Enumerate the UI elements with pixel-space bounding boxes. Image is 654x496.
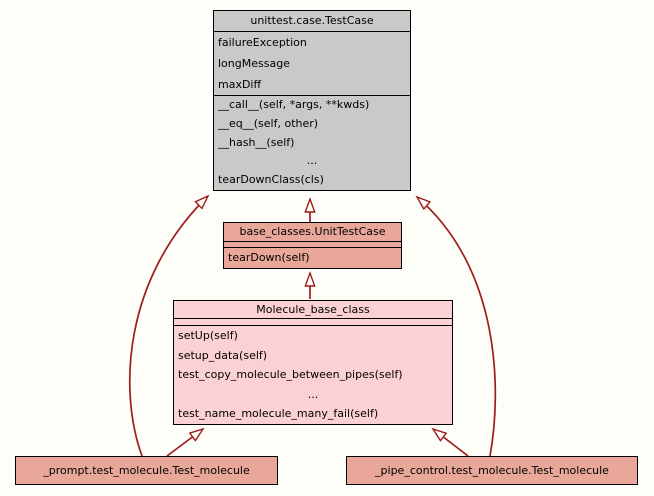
empty-attributes-section [224, 242, 401, 248]
class-node-pipe-control-test-molecule[interactable]: _pipe_control.test_molecule.Test_molecul… [346, 456, 638, 485]
method-row: test_copy_molecule_between_pipes(self) [178, 368, 403, 382]
attribute-row: failureException [218, 36, 307, 49]
methods-section: setUp(self) setup_data(self) test_copy_m… [174, 326, 452, 424]
class-node-molecule-base-class[interactable]: Molecule_base_class setUp(self) setup_da… [173, 300, 453, 425]
empty-attributes-section [174, 319, 452, 326]
edge-prompt-test-to-molecule-base [166, 429, 203, 457]
class-title: _prompt.test_molecule.Test_molecule [43, 464, 250, 477]
attribute-row: longMessage [218, 57, 290, 70]
methods-section: tearDown(self) [224, 248, 401, 268]
attribute-row: maxDiff [218, 78, 262, 91]
ellipsis-row: ... [306, 154, 318, 168]
method-row: __eq__(self, other) [218, 116, 319, 130]
edge-pipe-control-test-to-molecule-base [433, 429, 469, 457]
class-title: unittest.case.TestCase [214, 11, 410, 32]
method-row: tearDown(self) [228, 251, 310, 264]
method-row: __call__(self, *args, **kwds) [218, 98, 370, 111]
methods-section: __call__(self, *args, **kwds) __eq__(sel… [214, 96, 410, 190]
edge-prompt-test-to-testcase [128, 196, 208, 457]
method-row: test_name_molecule_many_fail(self) [178, 407, 379, 421]
class-node-unittest-case-testcase[interactable]: unittest.case.TestCase failureException … [213, 10, 411, 191]
class-title: base_classes.UnitTestCase [224, 223, 401, 242]
class-node-prompt-test-molecule[interactable]: _prompt.test_molecule.Test_molecule [15, 456, 278, 485]
class-title: _pipe_control.test_molecule.Test_molecul… [375, 464, 609, 477]
edge-pipe-control-test-to-testcase [417, 197, 497, 457]
attributes-section: failureException longMessage maxDiff [214, 32, 410, 96]
method-row: setup_data(self) [178, 348, 268, 362]
method-row: tearDownClass(cls) [218, 173, 324, 187]
method-row: setUp(self) [178, 329, 238, 342]
class-node-base-classes-unittestcase[interactable]: base_classes.UnitTestCase tearDown(self) [223, 222, 402, 269]
method-row: __hash__(self) [218, 135, 295, 149]
ellipsis-row: ... [307, 387, 319, 401]
class-title: Molecule_base_class [174, 301, 452, 319]
